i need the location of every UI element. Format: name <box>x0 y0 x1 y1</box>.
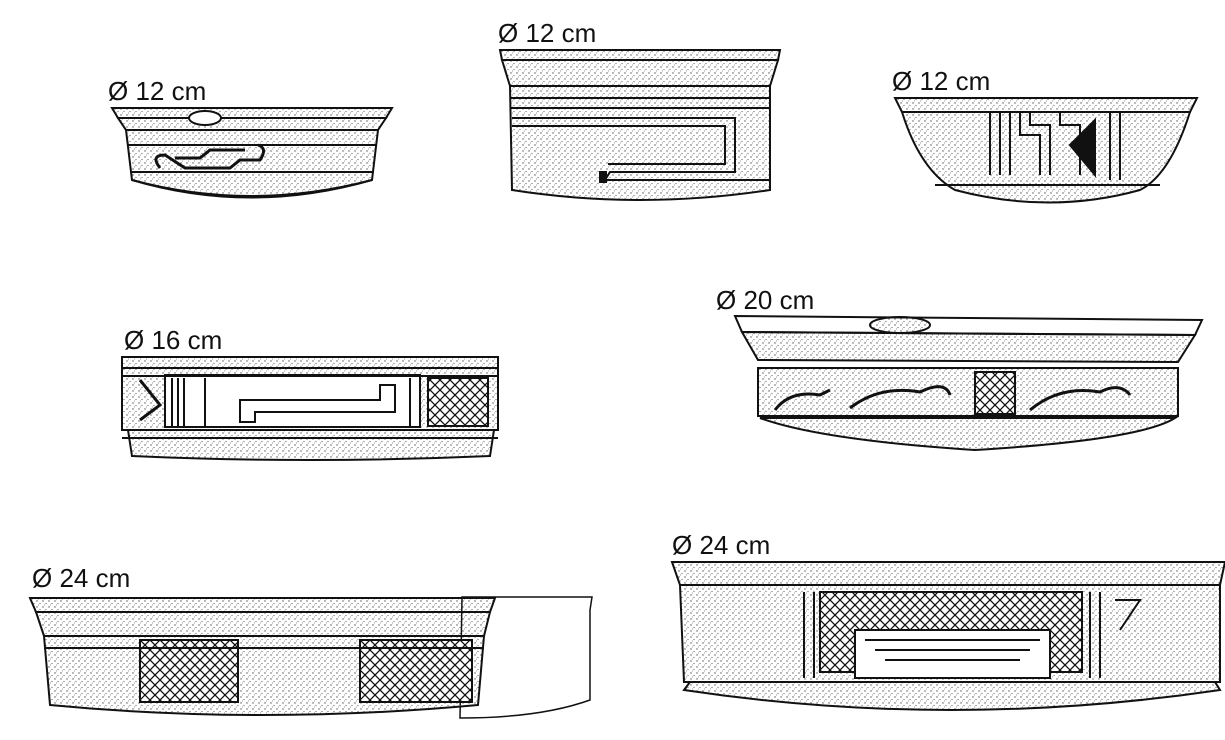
diameter-label-v7: Ø 24 cm <box>672 530 771 560</box>
vessel-1 <box>110 107 394 199</box>
vessel-5 <box>733 314 1204 452</box>
diameter-label-v5: Ø 20 cm <box>716 285 815 315</box>
diameter-label-v2: Ø 12 cm <box>498 18 597 48</box>
diameter-label-v6: Ø 24 cm <box>32 563 131 593</box>
vessel-3 <box>893 97 1199 204</box>
vessel-2 <box>498 49 782 201</box>
vessel-7 <box>670 561 1225 711</box>
diameter-label-v4: Ø 16 cm <box>124 325 223 355</box>
vessel-4 <box>121 356 499 461</box>
diameter-label-v3: Ø 12 cm <box>892 66 991 96</box>
vessel-6 <box>28 596 593 719</box>
diameter-label-v1: Ø 12 cm <box>108 76 207 106</box>
